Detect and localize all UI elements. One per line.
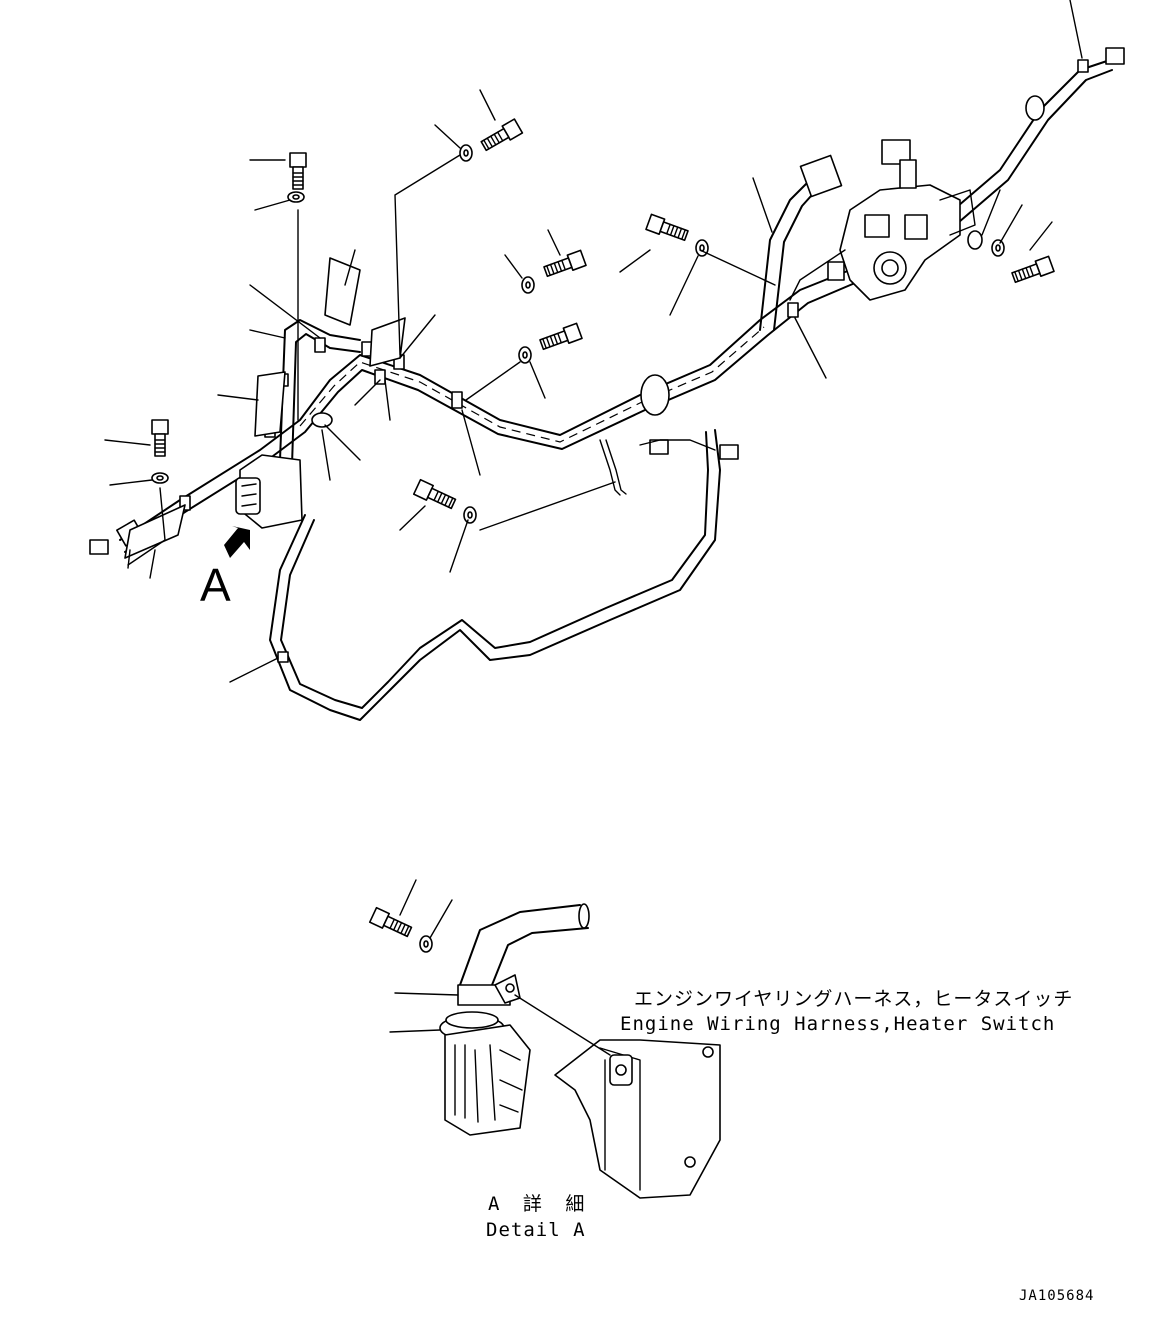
detail-a-drawing [389, 879, 721, 1199]
view-a-arrow [224, 526, 250, 558]
washers [151, 144, 1005, 953]
fuel-pump-block [789, 139, 976, 301]
diagram-title-english: Engine Wiring Harness,Heater Switch [620, 1013, 1056, 1035]
drawing-number: JA105684 [1019, 1288, 1095, 1304]
heater-switch-assembly [235, 454, 303, 529]
main-harness [89, 47, 1125, 721]
detail-label-english: Detail A [486, 1219, 586, 1241]
leader-lines [104, 0, 1083, 683]
detail-label-japanese: A 詳 細 [488, 1193, 591, 1215]
bolts [151, 118, 1055, 938]
diagram-title-japanese: エンジンワイヤリングハーネス，ヒータスイッチ [634, 988, 1074, 1010]
view-a-label: A [200, 559, 231, 611]
